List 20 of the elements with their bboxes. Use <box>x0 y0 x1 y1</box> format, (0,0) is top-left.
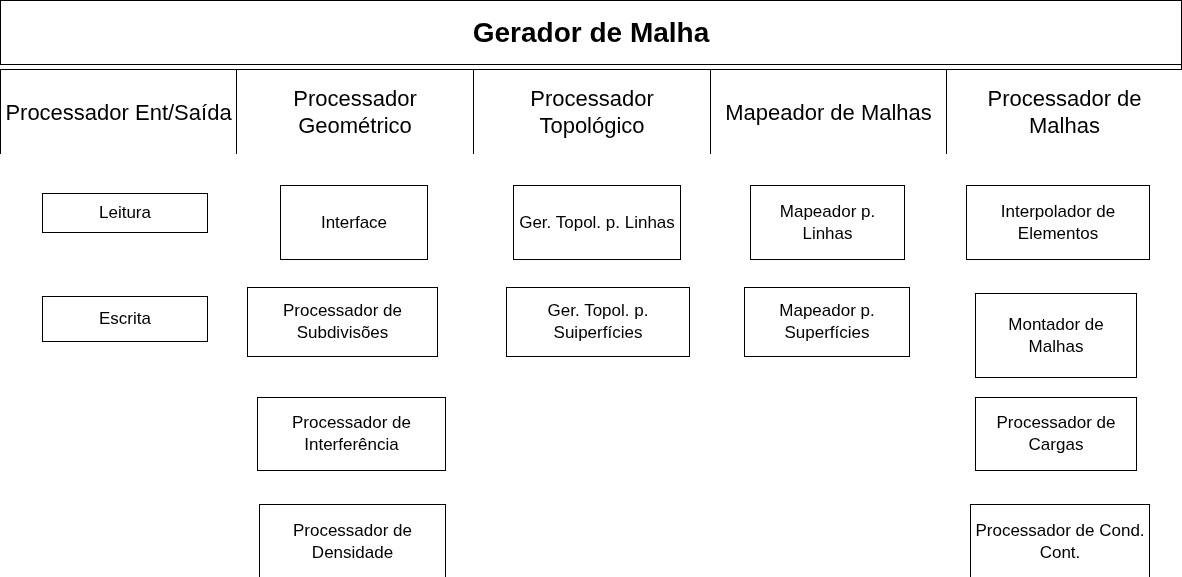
module-box: Ger. Topol. p. Linhas <box>513 185 681 260</box>
module-box: Escrita <box>42 296 208 342</box>
module-box: Processador de Cargas <box>975 397 1137 471</box>
column-header: Processador Geométrico <box>236 70 473 154</box>
module-box: Mapeador p. Superfícies <box>744 287 910 357</box>
module-box: Mapeador p. Linhas <box>750 185 905 260</box>
module-box: Leitura <box>42 193 208 233</box>
title-box: Gerador de Malha <box>0 0 1182 64</box>
module-box: Ger. Topol. p. Suiperfícies <box>506 287 690 357</box>
module-box: Montador de Malhas <box>975 293 1137 378</box>
module-box: Interface <box>280 185 428 260</box>
module-box: Processador de Interferência <box>257 397 446 471</box>
module-box: Processador de Densidade <box>259 504 446 577</box>
column-header: Processador de Malhas <box>946 70 1182 154</box>
column-header: Mapeador de Malhas <box>710 70 946 154</box>
column-header: Processador Topológico <box>473 70 710 154</box>
column-header: Processador Ent/Saída <box>0 70 236 154</box>
module-box: Processador de Cond. Cont. <box>970 504 1150 577</box>
module-box: Interpolador de Elementos <box>966 185 1150 260</box>
module-box: Processador de Subdivisões <box>247 287 438 357</box>
